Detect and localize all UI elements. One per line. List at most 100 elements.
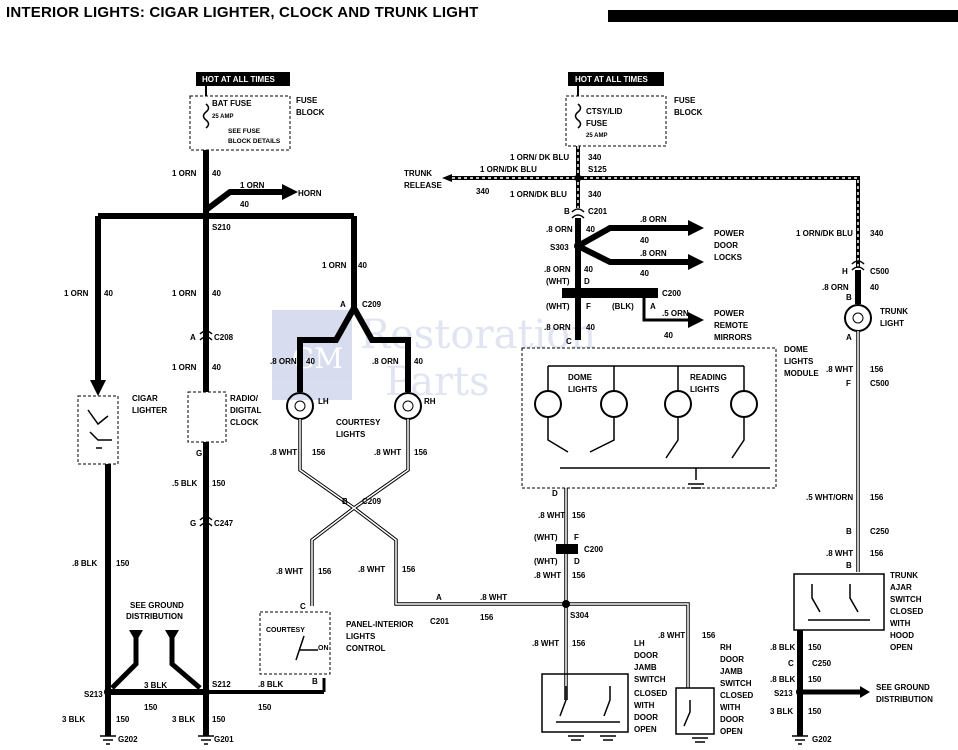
wire-label: C: [788, 659, 794, 668]
wire-label: .5 ORN: [662, 309, 689, 318]
wire-label: C209: [362, 300, 382, 309]
wire-label: 150: [258, 703, 272, 712]
wire-label: LH: [634, 639, 645, 648]
wire-label: .8 BLK: [258, 680, 284, 689]
wire-label: SWITCH: [720, 679, 752, 688]
wire-label: 156: [870, 365, 884, 374]
wire-label: G: [196, 449, 202, 458]
wire-label: G: [190, 519, 196, 528]
wire-label: DISTRIBUTION: [876, 695, 933, 704]
wire-label: (WHT): [546, 277, 570, 286]
wire-label: CLOSED: [634, 689, 668, 698]
wire-label: 1 ORN: [172, 363, 197, 372]
wire-label: 40: [586, 323, 595, 332]
wire-label: 25 AMP: [212, 114, 233, 120]
wire-label: 156: [572, 639, 586, 648]
trunk-ajar-switch: [793, 573, 885, 631]
wire-label: LIGHTS: [784, 357, 814, 366]
wire-label: BLOCK: [674, 108, 703, 117]
wire-label: F: [846, 379, 851, 388]
wire-label: TRUNK: [890, 571, 918, 580]
wire-label: .8 WHT: [276, 567, 303, 576]
wire-label: B: [342, 497, 348, 506]
wire-label: C247: [214, 519, 234, 528]
wire-label: MODULE: [784, 369, 819, 378]
reading-lamp-icon-2: [730, 390, 758, 418]
wire-label: C200: [662, 289, 682, 298]
wire-label: G202: [812, 735, 832, 744]
wire-label: (BLK): [612, 302, 634, 311]
dome-lights-module: [521, 347, 777, 489]
wire-label: 156: [318, 567, 332, 576]
wire-label: 156: [870, 493, 884, 502]
wire-label: .8 WHT: [538, 511, 565, 520]
wire-label: OPEN: [890, 643, 913, 652]
wire-label: TRUNK: [404, 169, 432, 178]
wire-label: .8 ORN: [640, 249, 667, 258]
wire-label: BLOCK: [296, 108, 325, 117]
wire-label: 1 ORN/DK BLU: [480, 165, 537, 174]
wire-label: LIGHTS: [568, 385, 598, 394]
wire-label: WITH: [890, 619, 911, 628]
wire-label: COURTESY: [336, 418, 381, 427]
wire-label: FUSE: [586, 119, 608, 128]
ground-arrows-icon: [129, 630, 179, 642]
wire-label: (WHT): [534, 557, 558, 566]
trunk-lamp-icon: [844, 304, 872, 332]
wire-label: 150: [808, 643, 822, 652]
reading-lamp-icon-1: [664, 390, 692, 418]
wire-label: .8 ORN: [822, 283, 849, 292]
wire-label: HORN: [298, 189, 322, 198]
cigar-lighter: [77, 395, 119, 465]
wire-label: 150: [212, 715, 226, 724]
wire-label: 3 BLK: [62, 715, 85, 724]
title-rule: [608, 10, 958, 22]
wire-label: 40: [104, 289, 113, 298]
wire-label: AJAR: [890, 583, 912, 592]
wire-label: 156: [702, 631, 716, 640]
wire-label: 40: [584, 265, 593, 274]
wire-label: S213: [84, 690, 103, 699]
wire-label: MIRRORS: [714, 333, 752, 342]
wire-label: .8 WHT: [532, 639, 559, 648]
wire-label: CONTROL: [346, 644, 386, 653]
wire-label: .8 BLK: [770, 675, 796, 684]
wire-label: 1 ORN/DK BLU: [796, 229, 853, 238]
wire-label: S125: [588, 165, 607, 174]
wire-label: OPEN: [720, 727, 743, 736]
wire-label: RH: [424, 397, 436, 406]
wire-label: DOOR: [634, 651, 658, 660]
wire-label: 156: [572, 511, 586, 520]
wire-label: SEE GROUND: [130, 601, 184, 610]
wire-label: DOOR: [634, 713, 658, 722]
wire-label: ON: [318, 645, 329, 652]
wire-label: C250: [870, 527, 890, 536]
wire-label: S303: [550, 243, 569, 252]
wire-label: 1 ORN: [322, 261, 347, 270]
dome-lamp-icon-2: [600, 390, 628, 418]
wire-label: 1 ORN: [172, 169, 197, 178]
fuse-block-right: [565, 95, 667, 147]
wire-label: .8 ORN: [544, 323, 571, 332]
wire-label: 3 BLK: [144, 681, 167, 690]
wire-label: DOOR: [714, 241, 738, 250]
wire-label: REMOTE: [714, 321, 749, 330]
wire-label: PANEL-INTERIOR: [346, 620, 414, 629]
wire-label: 156: [312, 448, 326, 457]
wire-label: LIGHTER: [132, 406, 167, 415]
wire-label: A: [650, 302, 656, 311]
wire-label: 3 BLK: [172, 715, 195, 724]
hot-at-all-times-box-right: [568, 72, 664, 86]
wire-label: D: [552, 489, 558, 498]
ground-icon: [100, 735, 214, 745]
watermark-line2: Parts: [385, 359, 490, 405]
wire-label: A: [340, 300, 346, 309]
wire-label: 40: [358, 261, 367, 270]
wire-label: C250: [812, 659, 832, 668]
wire-label: LH: [318, 397, 329, 406]
wire-label: C201: [430, 617, 450, 626]
wire-label: 150: [808, 675, 822, 684]
wire-label: G202: [118, 735, 138, 744]
wire-label: POWER: [714, 309, 744, 318]
